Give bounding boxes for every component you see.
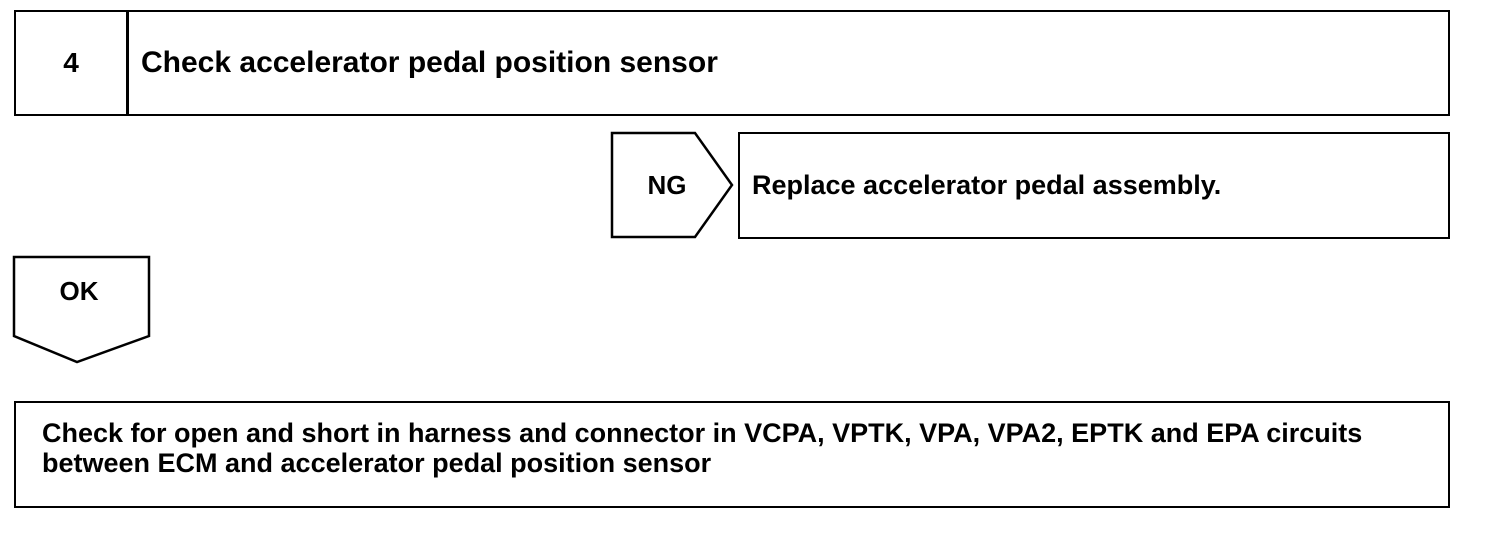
ng-label: NG — [647, 169, 687, 200]
next-step-text: Check for open and short in harness and … — [42, 418, 1363, 478]
ok-label: OK — [59, 276, 99, 306]
next-step-box — [14, 401, 1450, 508]
ng-result-text: Replace accelerator pedal assembly. — [752, 170, 1222, 200]
ng-result-box — [738, 132, 1450, 239]
step-number: 4 — [63, 47, 79, 78]
step-divider — [126, 10, 129, 116]
step-title: Check accelerator pedal position sensor — [141, 46, 718, 79]
step-box — [14, 10, 1450, 116]
